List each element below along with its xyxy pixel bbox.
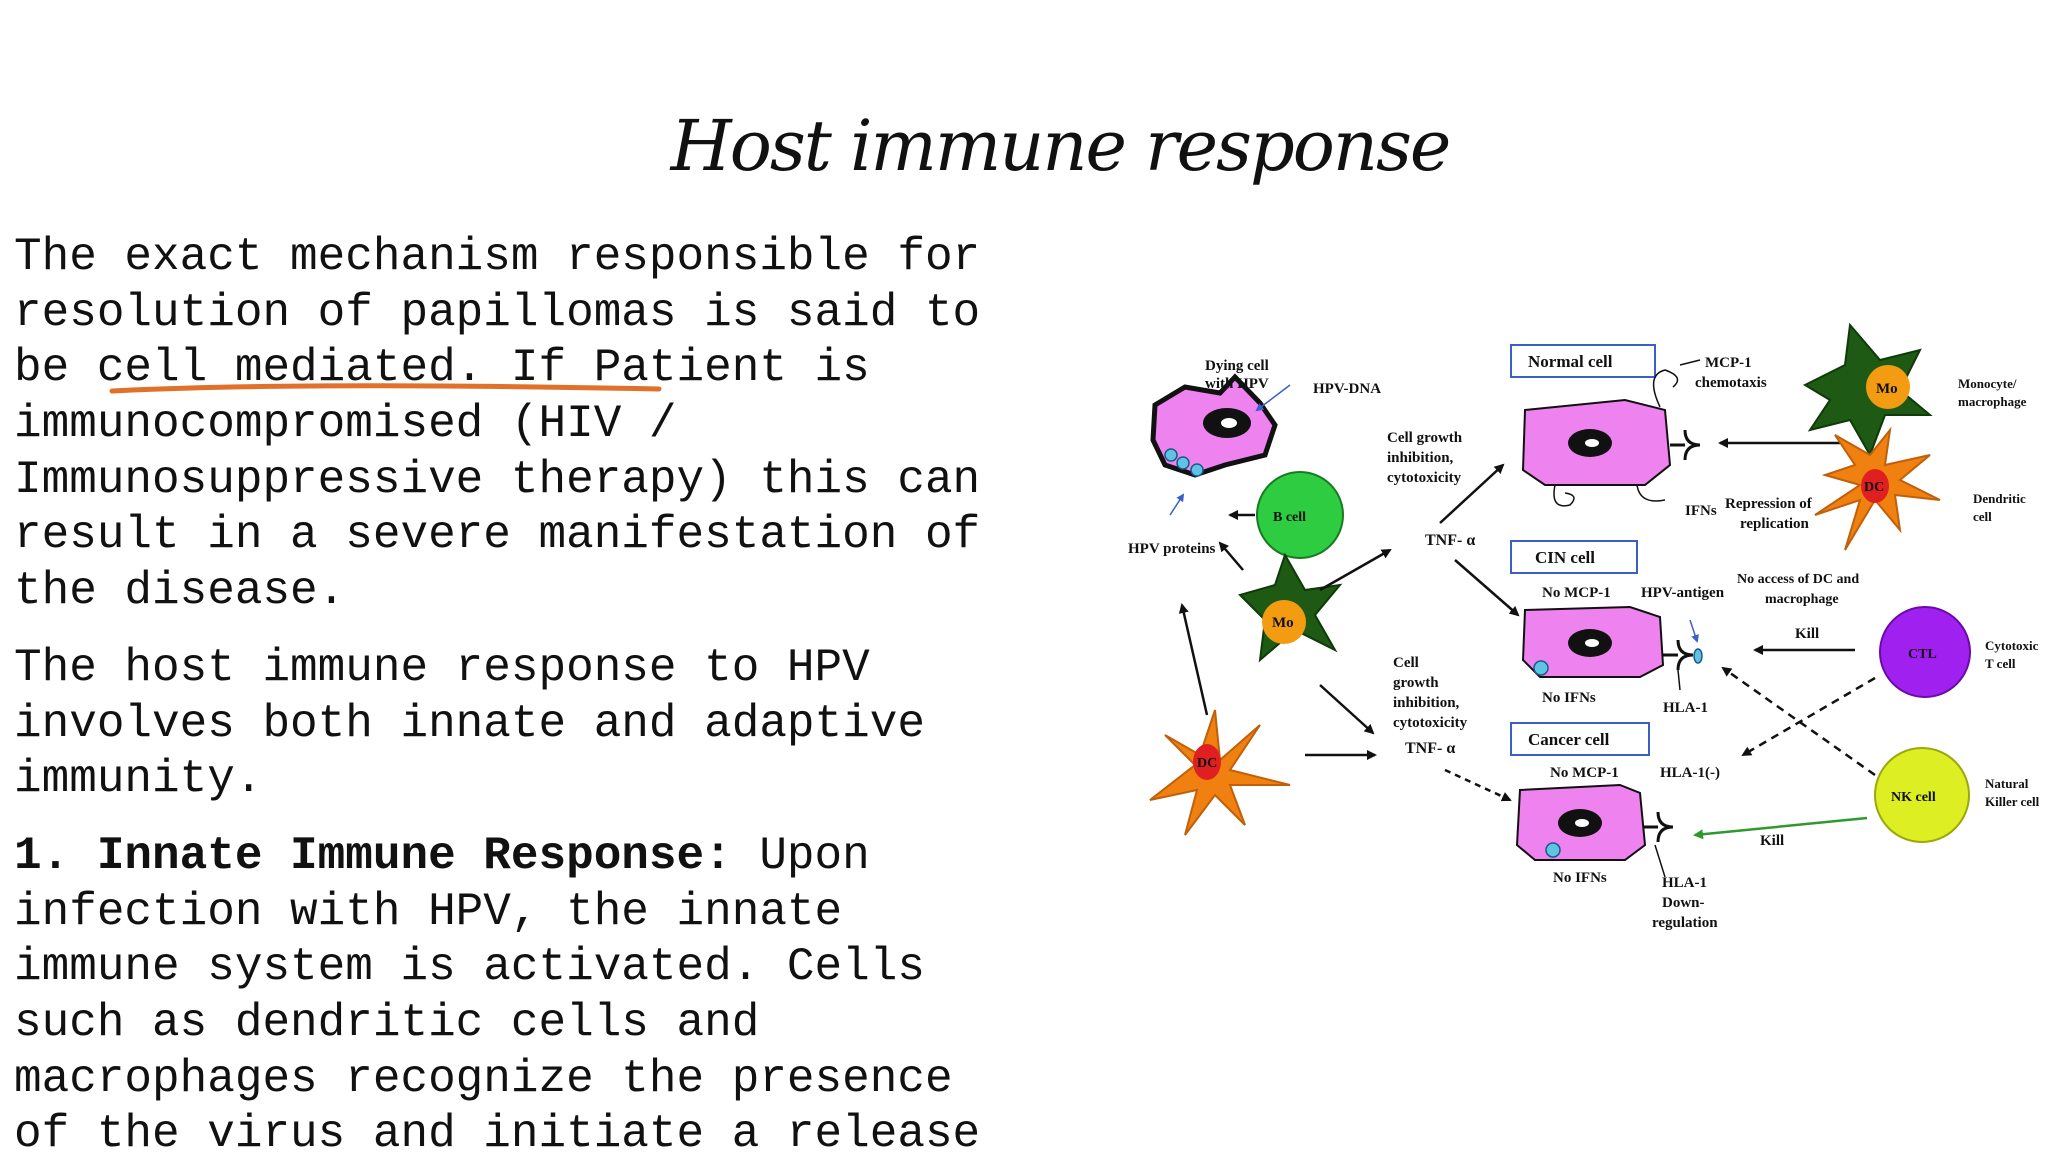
monocyte-label: Monocyte/ (1958, 376, 2017, 391)
growth-top-label: cytotoxicity (1387, 470, 1462, 486)
hla1-label: HLA-1 (1663, 700, 1708, 716)
text-line: infection with HPV, the innate (14, 885, 843, 938)
text-line: macrophages recognize the presence (14, 1052, 953, 1105)
repression-label: replication (1740, 516, 1810, 532)
heading-rest: Upon (731, 829, 870, 882)
b-cell-label: B cell (1273, 510, 1306, 525)
cancer-cell-label: Cancer cell (1528, 730, 1610, 749)
hpv-antigen-label: HPV-antigen (1641, 585, 1725, 601)
macrophage-right (1802, 322, 1933, 458)
text-line: immunity. (14, 753, 263, 806)
text-line: The host immune response to HPV (14, 641, 870, 694)
growth-bottom-label: cytotoxicity (1393, 715, 1468, 731)
normal-cell (1521, 369, 1701, 507)
text-line: resolution of papillomas is said to (14, 286, 981, 339)
no-ifns-cancer-label: No IFNs (1553, 870, 1607, 886)
hla-down-label: Down- (1662, 895, 1705, 911)
hla1-minus-label: HLA-1(-) (1660, 765, 1720, 781)
no-mcp1-cin-label: No MCP-1 (1542, 585, 1611, 601)
innate-heading: 1. Innate Immune Response: (14, 829, 732, 882)
dying-cell-label: Dying cell (1205, 358, 1269, 374)
text-line: immunocompromised (HIV / (14, 398, 677, 451)
repression-label: Repression of (1725, 496, 1813, 512)
no-access-label: macrophage (1765, 592, 1839, 607)
hla-down-label: regulation (1652, 915, 1718, 931)
tnf-top-label: TNF- α (1425, 532, 1475, 549)
handwritten-underline (109, 383, 662, 394)
tnf-bottom-label: TNF- α (1405, 740, 1455, 757)
macrophage-left (1238, 552, 1343, 663)
natural-killer-label: Killer cell (1985, 794, 2040, 809)
dendritic-label: cell (1973, 509, 1992, 524)
cytotoxic-label: T cell (1985, 656, 2016, 671)
text-line: immune system is activated. Cells (14, 941, 925, 994)
dendritic-cell-right (1814, 426, 1941, 551)
normal-cell-label: Normal cell (1528, 352, 1613, 371)
nk-cell (1874, 747, 1970, 843)
mcp1-label: chemotaxis (1695, 375, 1767, 391)
no-ifns-cin-label: No IFNs (1542, 690, 1596, 706)
svg-text:Monocyte/macrophage: Monocyte/macrophage (1958, 376, 2027, 409)
b-cell (1256, 471, 1344, 559)
text-line-heading: 1. Innate Immune Response: Upon (14, 829, 1124, 885)
growth-bottom-label: inhibition, (1393, 695, 1460, 711)
kill-top-label: Kill (1795, 626, 1819, 642)
text-line: of the virus and initiate a release (14, 1108, 981, 1161)
cancer-cell (1515, 783, 1674, 878)
text-line: result in a severe manifestation of (14, 509, 981, 562)
growth-top-label: inhibition, (1387, 450, 1454, 466)
slide-body-text: The exact mechanism responsible for reso… (14, 230, 1124, 1163)
monocyte-label: macrophage (1958, 394, 2027, 409)
dc-right-label: DC (1864, 480, 1884, 495)
kill-bottom-label: Kill (1760, 833, 1784, 849)
ctl-label: CTL (1908, 647, 1937, 662)
no-mcp1-cancer-label: No MCP-1 (1550, 765, 1619, 781)
no-access-label: No access of DC and (1737, 572, 1859, 587)
text-line: The exact mechanism responsible for (14, 231, 981, 283)
slide-title: Host immune response (670, 105, 1452, 187)
hpv-dna-label: HPV-DNA (1313, 381, 1381, 397)
hpv-proteins-label: HPV proteins (1128, 541, 1216, 557)
hla-down-label: HLA-1 (1662, 875, 1707, 891)
text-line: the disease. (14, 565, 346, 618)
dendritic-cell-left (1149, 709, 1291, 836)
dc-left-label: DC (1197, 756, 1217, 771)
cin-cell-label: CIN cell (1535, 548, 1595, 567)
text-line: involves both innate and adaptive (14, 697, 925, 750)
cin-cell (1521, 605, 1703, 691)
text-line: Immunosuppressive therapy) this can (14, 453, 981, 506)
mo-left-label: Mo (1272, 615, 1294, 631)
mo-right-label: Mo (1876, 381, 1898, 397)
mcp1-label: MCP-1 (1705, 355, 1752, 371)
dying-cell (1150, 373, 1291, 516)
ifns-label: IFNs (1685, 503, 1717, 519)
text-line: such as dendritic cells and (14, 996, 760, 1049)
dendritic-label: Dendritic (1973, 491, 2026, 506)
growth-bottom-label: Cell (1393, 655, 1419, 671)
cytotoxic-label: Cytotoxic (1985, 638, 2039, 653)
natural-killer-label: Natural (1985, 776, 2029, 791)
dying-cell-label: with HPV (1205, 376, 1269, 392)
ctl-cell (1879, 606, 1971, 698)
growth-bottom-label: growth (1393, 675, 1439, 691)
nk-label: NK cell (1891, 790, 1936, 805)
growth-top-label: Cell growth (1387, 430, 1463, 446)
